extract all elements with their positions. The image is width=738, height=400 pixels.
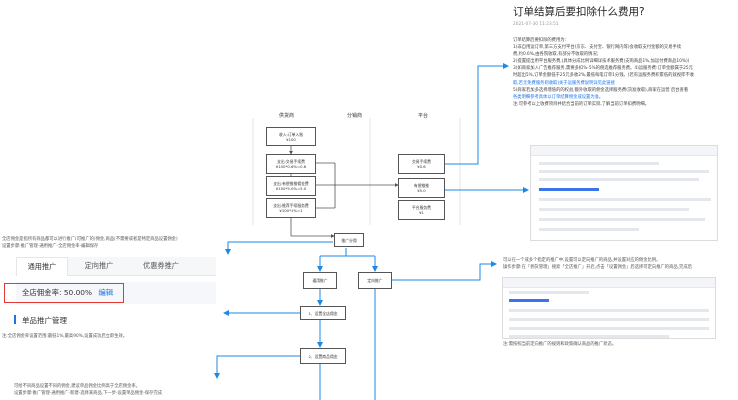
article-line: 3)如商家加入广告推荐服务,需要多扣%-5%的佣选推荐服务费。4)运服务费:订单…: [513, 66, 693, 72]
left-intro-line: 设置步骤:推广管理-通用推广-全店佣金率-编辑保存: [2, 244, 99, 249]
box-line: 通用推广: [312, 278, 328, 283]
box-line: 推广分佣: [341, 237, 357, 243]
article-line: 2)提置提出用平台服务费,(具体分成比例详细详技术服务费(支购商品1%,加运付费…: [513, 59, 690, 65]
platform-box-promo: 有偿推推 ¥5.0: [398, 178, 445, 198]
right-note-line: 可以在一个或多个指定的推广中,设置可以定向推广的商品,并设置对应的佣金比例。: [503, 258, 661, 263]
article-date: 2021-07-30 11:23:51: [513, 22, 559, 27]
right-note-bottom: 注:需按照当前定向推广的规则和政策确认商品的推广状态。: [503, 342, 617, 347]
rate-highlight: [4, 283, 124, 303]
rate-value: 50.00%: [63, 288, 92, 297]
left-bottom-line: 设置步骤:推广管理-通用推广-新建-选择某商品,下一步-设置单品佣金-保存完成: [14, 391, 163, 396]
section-accent-bar: [14, 315, 16, 324]
article-line[interactable]: 各类明细参考具体以订单结算佣金或设置为准。: [513, 94, 604, 100]
tab-general-promo[interactable]: 通用推广: [16, 257, 68, 276]
tab-coupon-promo[interactable]: 优惠券推广: [143, 261, 179, 270]
article-line[interactable]: 取,若无免费服务则收取)关于运服务费说明详见此链接: [513, 80, 615, 86]
node-promo-split: 推广分佣: [334, 233, 364, 247]
article-title: 订单结算后要扣除什么费用?: [513, 6, 645, 18]
article-body: 订单结算后要扣除的费用为: 1)非自用运订单,第三方支付平台(京东、支付宝、银行…: [513, 37, 733, 108]
box-line: 有偿推推: [413, 183, 430, 188]
store-commission-rate: 全店佣金率: 50.00% 编辑: [22, 287, 113, 298]
box-line: 1、设置全店佣金: [308, 310, 338, 316]
box-line: ¥1: [419, 210, 424, 215]
box-line: ¥100*5.0%=5.0: [275, 186, 307, 191]
box-line: 平台服务费: [412, 205, 431, 210]
screenshot-targeted-promo: [502, 277, 716, 339]
box-line: 支出:推荐手续服务费: [273, 203, 309, 208]
left-intro-line: 全店佣金是指所有商品都可以进行推广(可推广的)佣金,商品(不需要或者是特定商品设…: [2, 237, 178, 242]
box-line: 定向推广: [367, 278, 383, 283]
box-line: ¥100: [286, 136, 296, 142]
box-line: ¥100*1%=1: [279, 208, 303, 213]
article-line: 订单结算后要扣除的费用为:: [513, 38, 567, 43]
article-line: 时超出5%,订单金额低于25元多收2%,最低每笔订单1分钱。(若有运服务费积累低…: [513, 73, 694, 79]
box-line: 支出:交易手续费: [277, 159, 305, 164]
box-line: 2、设置商品佣金: [308, 353, 338, 359]
tab-targeted-promo[interactable]: 定向推广: [84, 261, 114, 270]
supplier-box-fee: 支出:交易手续费 ¥100*0.6%=0.6: [266, 154, 316, 174]
lane-header-distributor: 分销商: [347, 113, 363, 119]
supplier-box-commission: 支出:有偿推推佣金费 ¥100*5.0%=5.0: [266, 176, 316, 196]
supplier-box-service: 支出:推荐手续服务费 ¥100*1%=1: [266, 198, 316, 218]
node-general-promo: 通用推广: [303, 272, 337, 289]
step-set-store-commission: 1、设置全店佣金: [300, 306, 346, 320]
box-line: ¥5.0: [417, 188, 426, 193]
lane-header-supplier: 供货商: [279, 113, 295, 119]
screenshot-settlement-detail: [530, 145, 718, 241]
box-line: ¥0.6: [417, 164, 426, 169]
box-line: 支出:有偿推推佣金费: [273, 181, 309, 186]
platform-box-service: 平台服务费 ¥1: [398, 200, 445, 220]
step-set-product-commission: 2、设置商品佣金: [300, 348, 346, 364]
left-bottom-line: 可给不同商品设置不同的佣金,建议单品佣金比例高于全店佣金率。: [14, 384, 140, 389]
article-line: 5)商家若加多选择增值的的权益,额外收取的佣金选择服务费(货准收取),商家在运营…: [513, 87, 689, 93]
article-line: 费,约0.6%,由各院收取,有部分不收取的情况;: [513, 52, 599, 58]
single-product-promo-title: 单品推广管理: [22, 316, 67, 325]
supplier-box-income: 收入:订单入账 ¥100: [266, 127, 316, 146]
rate-box: [16, 282, 216, 304]
box-line: ¥100*0.6%=0.6: [275, 164, 307, 169]
left-note: 注:全店佣金率设置范围:最低1%,最高90%,设置成功后立即生效。: [2, 334, 128, 339]
rate-label: 全店佣金率:: [22, 288, 62, 297]
platform-box-fee: 交易手续费 ¥0.6: [398, 154, 445, 174]
rate-edit-link[interactable]: 编辑: [98, 288, 114, 297]
box-line: 交易手续费: [412, 159, 431, 164]
article-line: 1)非自用运订单,第三方支付平台(京东、支付宝、银行网内等)会收取支付金额的交易…: [513, 45, 682, 51]
box-line: 收入:订单入账: [278, 131, 304, 137]
promo-tabs: 通用推广 定向推广 优惠券推广: [16, 257, 216, 276]
lane-header-platform: 平台: [418, 113, 429, 119]
right-note-line: 操作步骤:在「佣货管理」搜索「全店推广」开启,点击「设置佣金」后选择可定向推广的…: [503, 265, 692, 270]
node-targeted-promo: 定向推广: [358, 272, 392, 289]
article-line: 注:可参考以上收费项目并结合当前的订单实际,了解当前订单扣费明细。: [513, 101, 650, 107]
